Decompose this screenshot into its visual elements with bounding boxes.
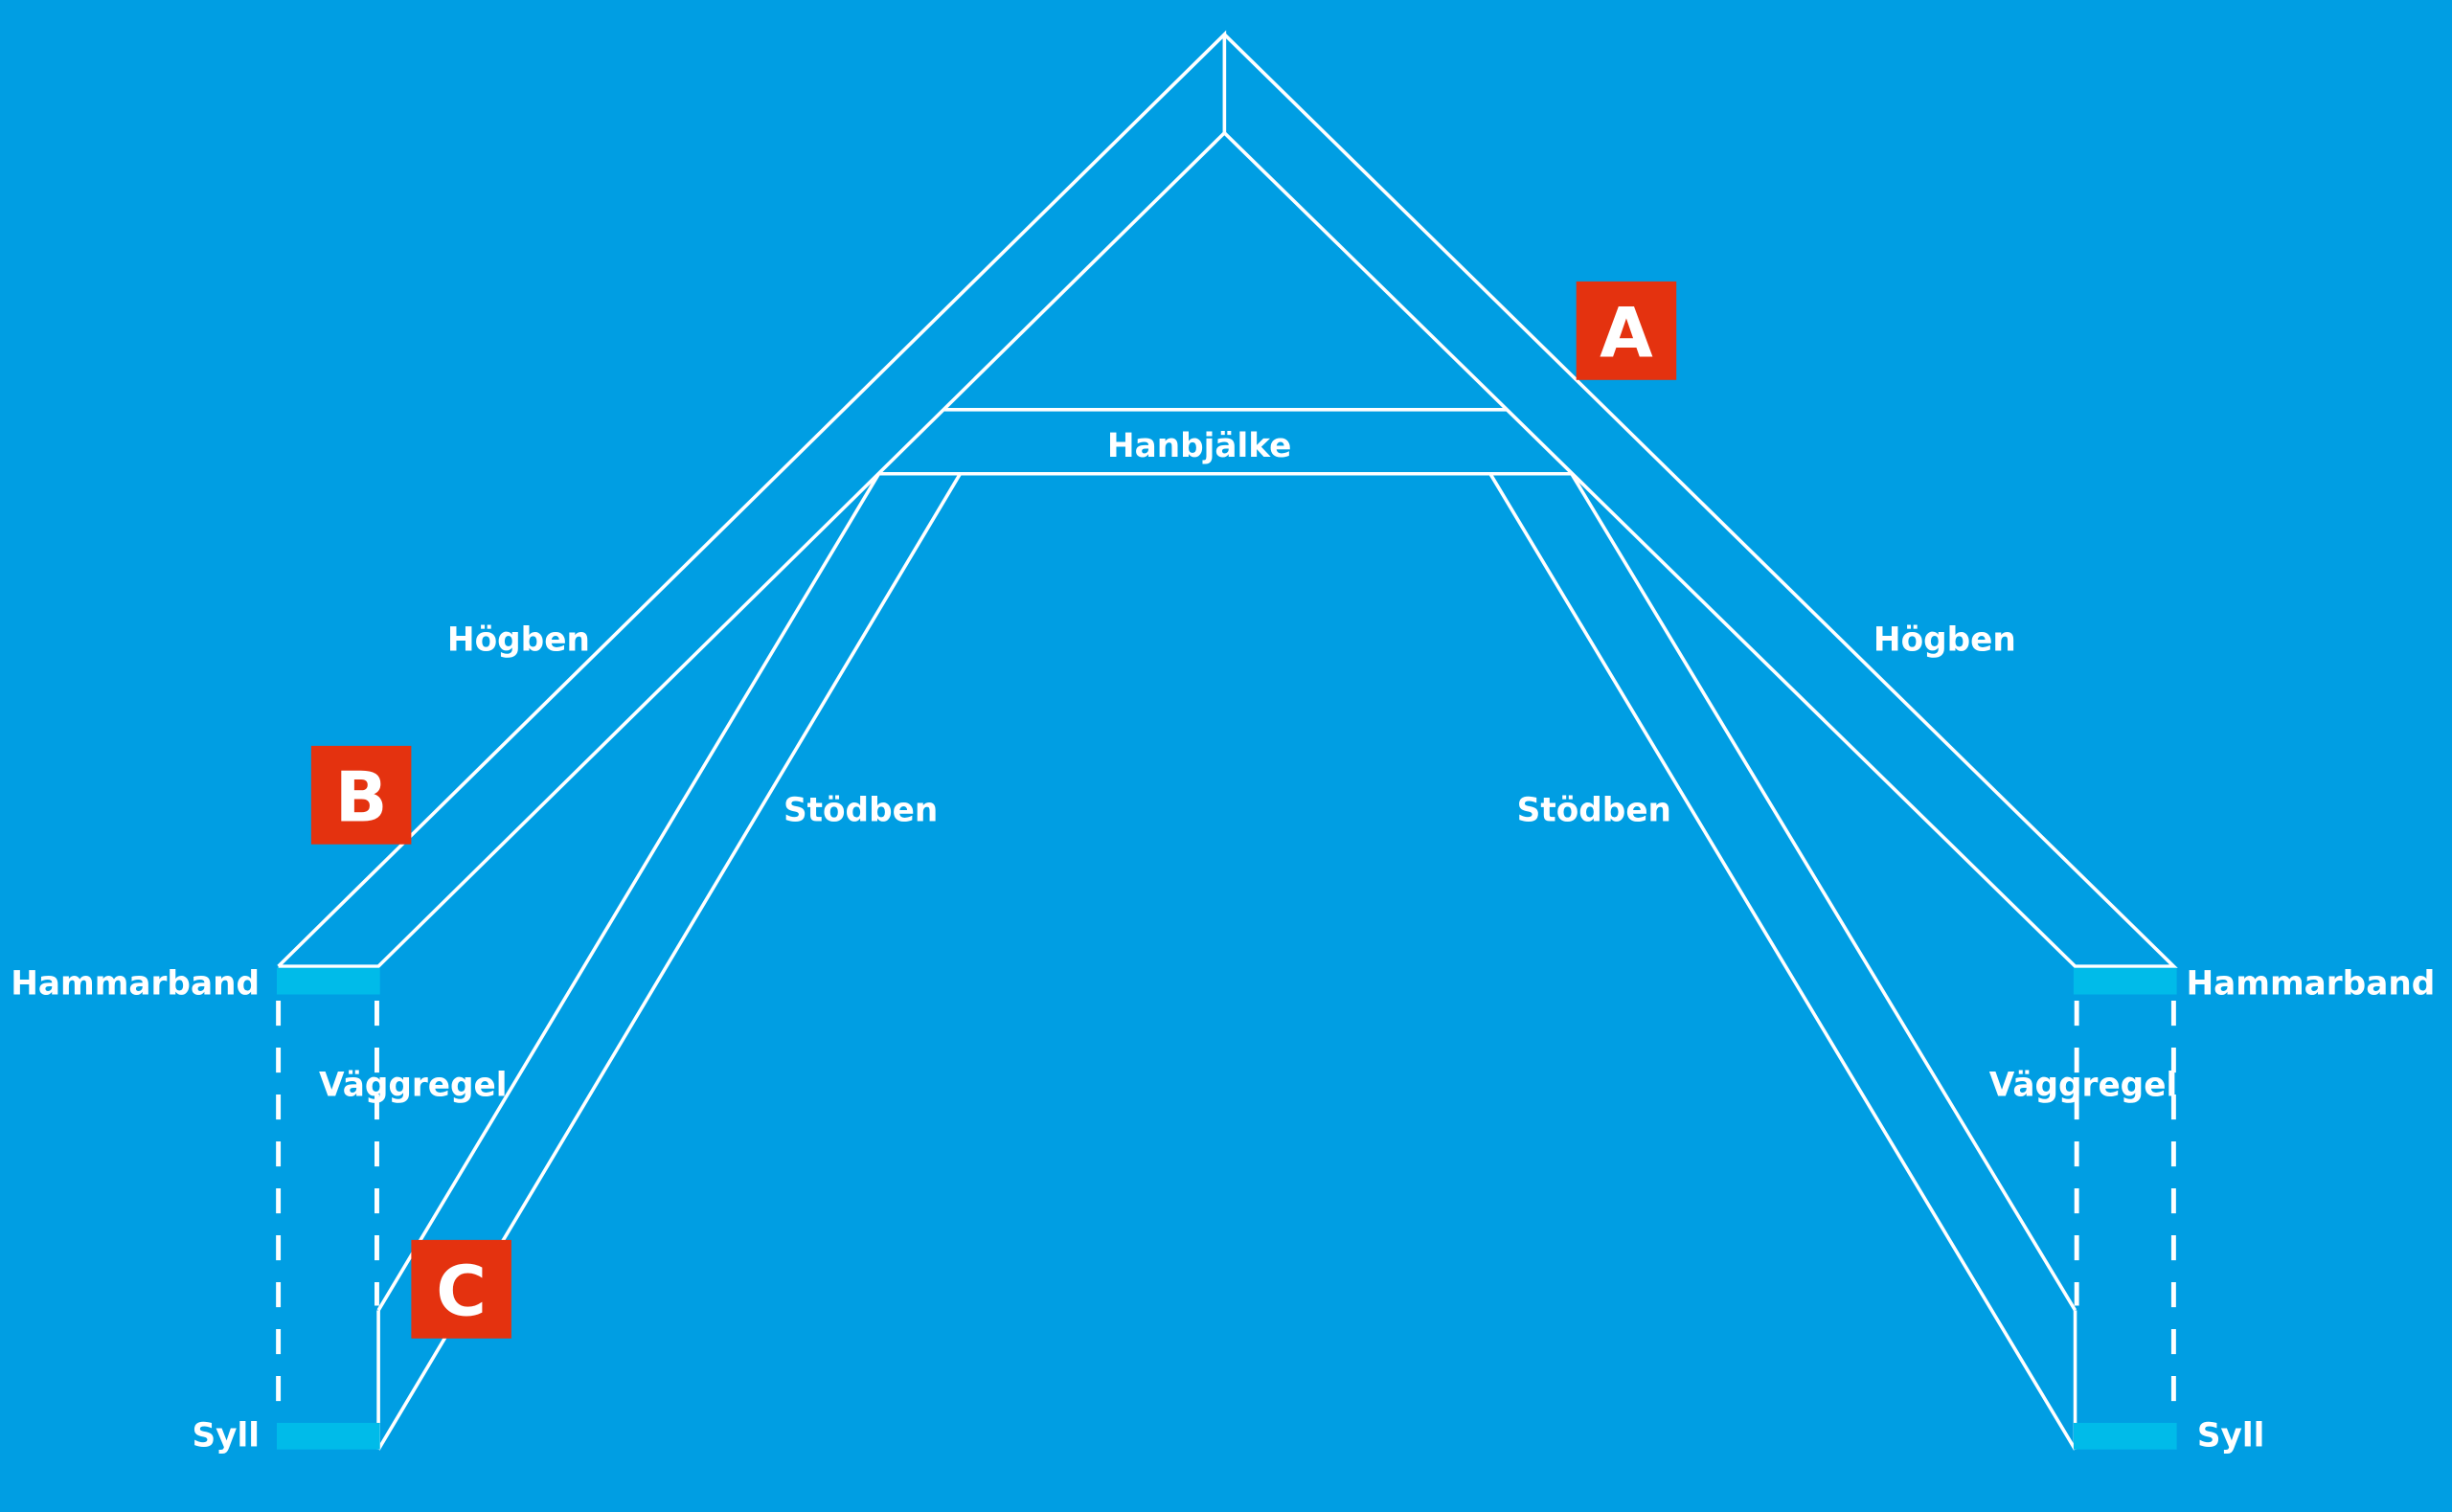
svg-text:B: B (335, 756, 388, 837)
top-plate-right (2073, 967, 2177, 995)
label-top-plate-left: Hammarband (11, 965, 260, 1004)
badge-c: C (411, 1239, 511, 1339)
sill-left (276, 1422, 380, 1450)
svg-text:A: A (1600, 292, 1653, 372)
badge-a: A (1576, 281, 1677, 380)
stud-left (276, 1001, 379, 1420)
label-stud-left: Väggregel (319, 1067, 507, 1105)
label-sill-right: Syll (2197, 1416, 2265, 1455)
label-top-plate-right: Hammarband (2186, 965, 2435, 1004)
label-rafter-right: Högben (1873, 621, 2016, 659)
badge-b: B (310, 745, 412, 845)
label-collar-beam: Hanbjälke (1107, 427, 1291, 465)
svg-text:C: C (436, 1251, 487, 1331)
rafter-right (1223, 33, 2178, 968)
stud-right (2074, 1001, 2176, 1420)
label-rafter-left: Högben (447, 621, 590, 659)
top-plate-left (276, 967, 380, 995)
collar-beam (878, 408, 1572, 476)
label-strut-right: Stödben (1517, 791, 1671, 829)
label-strut-left: Stödben (783, 791, 938, 829)
sill-right (2073, 1422, 2177, 1450)
label-stud-right: Väggregel (1989, 1067, 2177, 1105)
label-sill-left: Syll (193, 1416, 261, 1455)
